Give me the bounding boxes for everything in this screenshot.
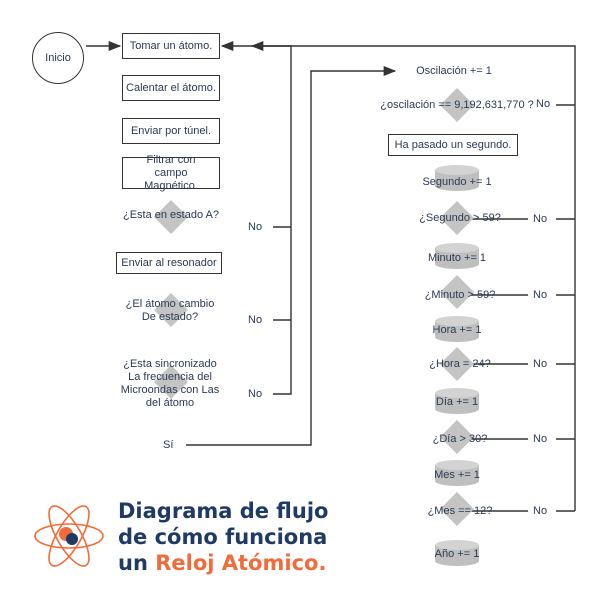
cylinder-dia (435, 388, 479, 414)
mes-check: ¿Mes == 12? (427, 505, 493, 517)
right-trunk-to-step (250, 40, 576, 511)
second-passed-box: Ha pasado un segundo. (388, 134, 518, 156)
cylinder-minuto (435, 243, 479, 269)
arrow-si-to-oscillation (186, 65, 397, 446)
oscillation-check: ¿oscilación == 9,192,631,770 ? (380, 99, 534, 111)
dia-increment: Día += 1 (435, 396, 479, 408)
title-line-3-prefix: un (118, 551, 156, 575)
hora-increment: Hora += 1 (432, 324, 482, 336)
oscillation-no: No (536, 98, 551, 110)
step-tunnel: Enviar por túnel. (122, 118, 220, 144)
dia-check: ¿Día > 30? (432, 433, 488, 445)
segundo-check: ¿Segundo > 59? (419, 212, 501, 224)
decision-no-1: No (248, 221, 263, 233)
dia-no: No (533, 433, 548, 445)
loop-line-decision-3 (220, 40, 292, 395)
yes-label: Sí (163, 439, 174, 451)
start-label: Inicio (45, 52, 71, 64)
title-accent: Reloj Atómico. (155, 551, 327, 575)
step-heat-atom: Calentar el átomo. (122, 75, 220, 101)
hora-check: ¿Hora = 24? (429, 358, 491, 370)
segundo-no: No (533, 213, 548, 225)
minuto-no: No (533, 289, 548, 301)
decision-no-2: No (248, 314, 263, 326)
atom-icon (34, 505, 104, 567)
anio-increment: Año += 1 (434, 548, 480, 560)
cylinder-anio (435, 540, 479, 566)
start-node: Inicio (32, 32, 84, 84)
title-line-3: un Reloj Atómico. (118, 550, 328, 576)
segundo-increment: Segundo += 1 (422, 176, 492, 188)
title-line-2: de cómo funciona (118, 525, 328, 549)
title-line-1: Diagrama de flujo (118, 499, 329, 523)
cylinder-hora (435, 316, 479, 342)
cylinder-segundo (435, 165, 479, 191)
step-take-atom: Tomar un átomo. (122, 33, 220, 59)
decision-question-2: ¿El átomo cambio De estado? (125, 298, 215, 323)
oscillation-increment: Oscilación += 1 (416, 65, 492, 77)
step-resonator: Enviar al resonador (116, 252, 222, 274)
decision-question-1: ¿Esta en estado A? (122, 209, 219, 221)
decision-no-3: No (248, 388, 263, 400)
mes-increment: Mes += 1 (434, 469, 480, 481)
minuto-increment: Minuto += 1 (427, 252, 487, 264)
diagram-title: Diagrama de flujo de cómo funciona un Re… (118, 498, 328, 576)
cylinder-mes (435, 460, 479, 486)
minuto-check: ¿Minuto > 59? (424, 289, 496, 301)
mes-no: No (533, 505, 548, 517)
hora-no: No (533, 358, 548, 370)
decision-question-3: ¿Esta sincronizado La frecuencia del Mic… (120, 358, 220, 409)
step-magnetic-filter: Filtrar con campo Magnético. (122, 154, 220, 192)
